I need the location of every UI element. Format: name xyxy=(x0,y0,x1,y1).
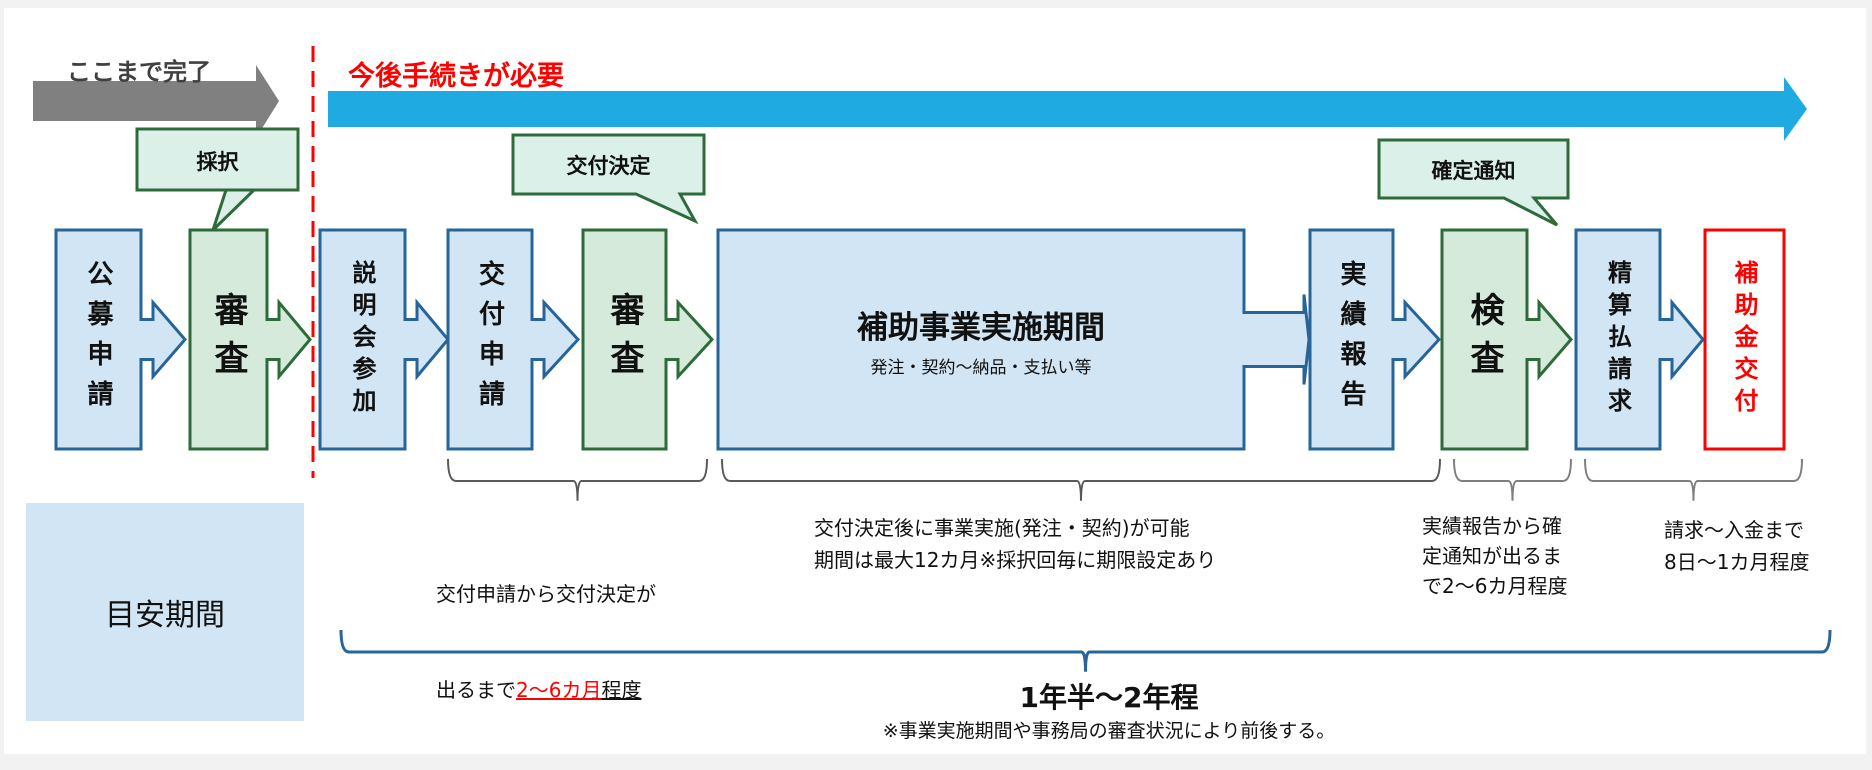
step-label: 補助事業実施期間発注・契約～納品・支払い等 xyxy=(718,230,1244,449)
step-subtitle: 発注・契約～納品・支払い等 xyxy=(870,357,1092,378)
step-shape xyxy=(54,228,187,451)
speech-bubble-0 xyxy=(135,127,300,232)
step-shape xyxy=(581,228,715,451)
step-label: 実績報告 xyxy=(1336,259,1366,420)
step-title: 補助事業実施期間 xyxy=(857,309,1105,346)
step-label: 審査 xyxy=(604,291,644,388)
step-shape xyxy=(1308,228,1442,451)
total-duration: 1年半～2年程 xyxy=(1019,681,1199,714)
period-note-grant: 交付申請から交付決定が 出るまで2～6カ月程度 xyxy=(436,514,656,770)
step-shape xyxy=(446,228,581,451)
period-heading: 目安期間 xyxy=(26,503,304,721)
step-label: 精算払請求 xyxy=(1603,259,1632,420)
brace-grant-period xyxy=(447,458,708,501)
brace-payment-period xyxy=(1584,458,1803,501)
todo-arrow xyxy=(328,77,1807,141)
step-shape xyxy=(318,228,450,451)
flow-diagram: ここまで完了 今後手続きが必要 採択 交付決定 確定通知 公募申請 審査 説明会参加… xyxy=(4,8,1866,754)
diagram-shapes xyxy=(33,46,1832,672)
step-shape xyxy=(716,228,1311,451)
step-shape xyxy=(1440,228,1573,451)
period-note-inspection: 実績報告から確 定通知が出るま で2～6カ月程度 xyxy=(1422,514,1568,598)
note-text: 程度 xyxy=(601,678,642,702)
step-shape xyxy=(188,228,312,451)
callout-adoption: 採択 xyxy=(196,150,239,174)
done-label: ここまで完了 xyxy=(67,58,211,86)
speech-bubble-2 xyxy=(1377,138,1570,227)
brace-inspection-period xyxy=(1453,458,1572,501)
speech-bubble-1 xyxy=(511,133,706,225)
callout-confirmation-notice: 確定通知 xyxy=(1431,159,1516,183)
step-shape xyxy=(1574,228,1705,451)
done-arrow xyxy=(33,65,279,138)
total-duration-note: ※事業実施期間や事務局の審査状況により前後する。 xyxy=(882,720,1336,742)
step-label: 公募申請 xyxy=(83,259,113,420)
step-label: 補助金交付 xyxy=(1730,259,1758,420)
brace-implementation-period xyxy=(721,458,1441,501)
note-line: 出るまで2～6カ月程度 xyxy=(436,674,656,706)
todo-label: 今後手続きが必要 xyxy=(348,61,564,92)
brace-total-period xyxy=(339,629,1832,672)
note-line: 交付申請から交付決定が xyxy=(436,582,656,606)
period-note-implementation: 交付決定後に事業実施(発注・契約)が可能 期間は最大12カ月※採択回毎に期限設定… xyxy=(814,516,1217,572)
step-shape xyxy=(1703,228,1786,451)
step-label: 交付申請 xyxy=(474,259,505,420)
note-text: 出るまで xyxy=(436,678,516,702)
callout-grant-decision: 交付決定 xyxy=(566,154,651,178)
step-label: 検査 xyxy=(1464,291,1504,388)
highlight-duration: 2～6カ月 xyxy=(516,678,602,702)
step-label: 審査 xyxy=(208,291,248,388)
step-label: 説明会参加 xyxy=(348,259,376,420)
period-note-payment: 請求～入金まで 8日～1カ月程度 xyxy=(1664,518,1810,574)
